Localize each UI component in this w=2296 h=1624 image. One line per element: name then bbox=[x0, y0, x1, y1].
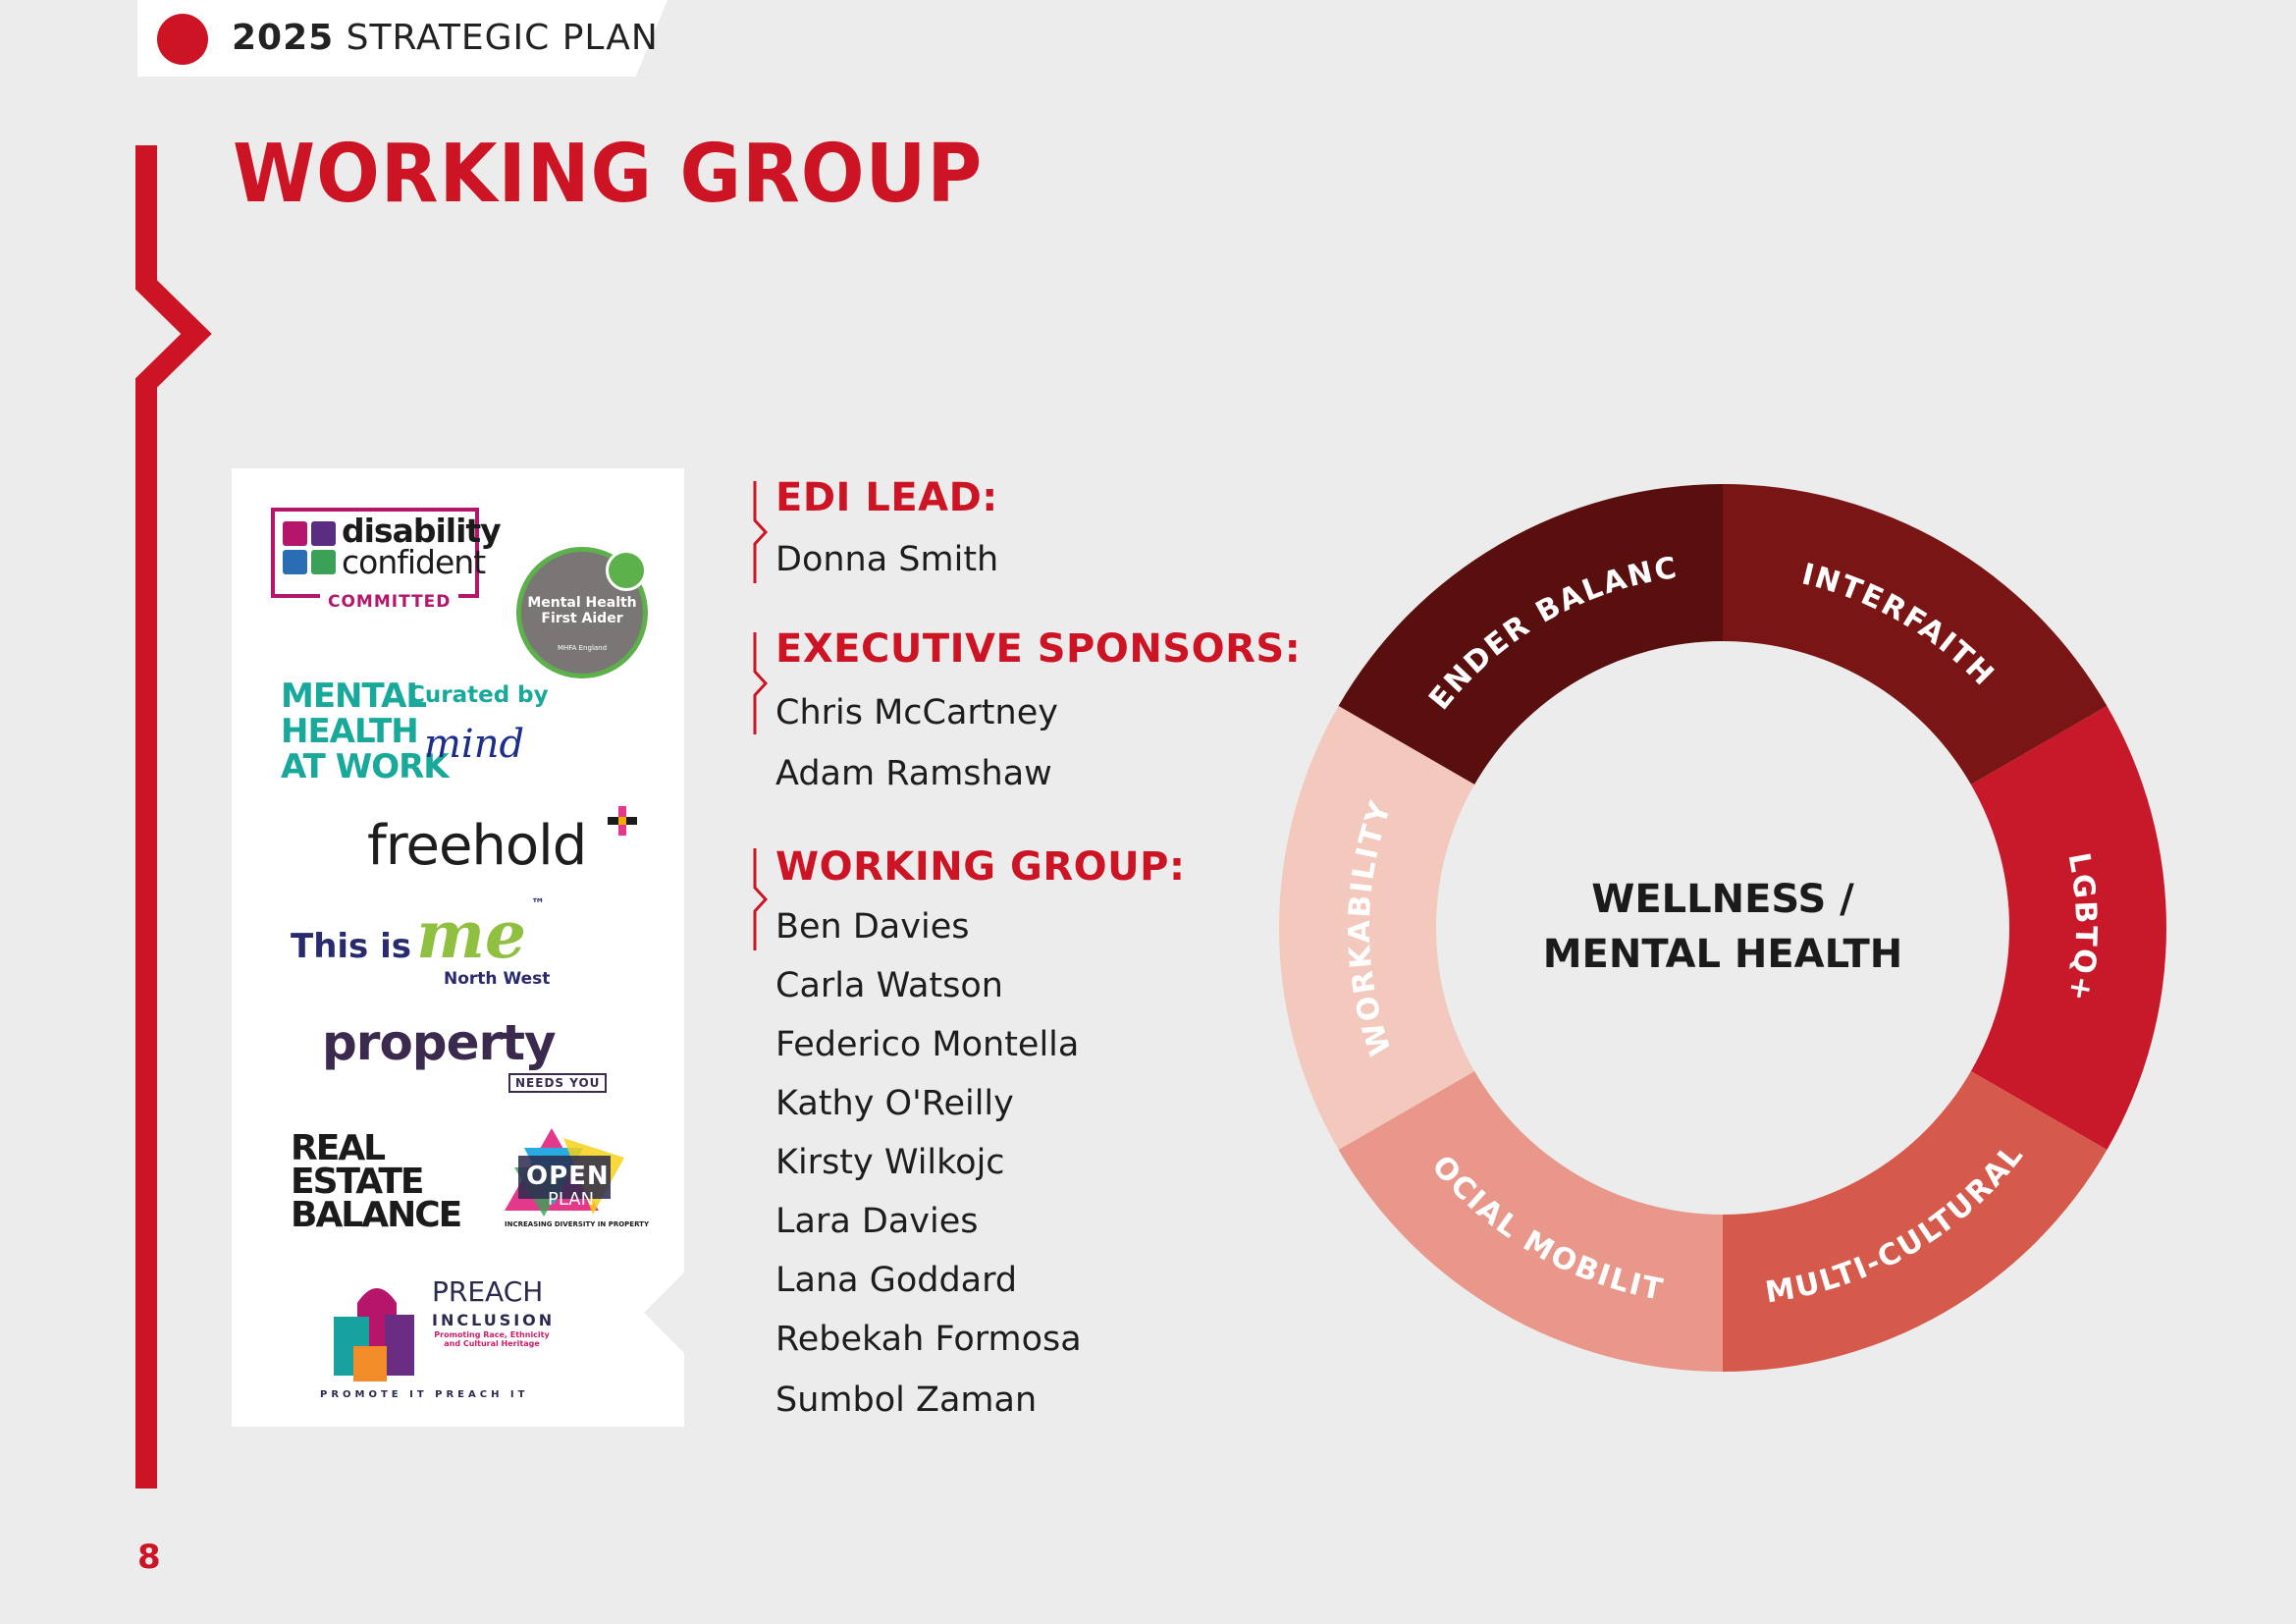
wheel-segment bbox=[1723, 1071, 2108, 1372]
member-name: Carla Watson bbox=[775, 966, 1003, 1005]
member-name: Lana Goddard bbox=[775, 1261, 1018, 1300]
edi-name: Donna Smith bbox=[775, 540, 999, 579]
header-year: 2025 bbox=[232, 18, 335, 58]
header-title: 2025 STRATEGIC PLAN bbox=[232, 18, 659, 58]
real-estate-balance-logo: REAL ESTATE BALANCE bbox=[291, 1128, 462, 1235]
member-name: Lara Davies bbox=[775, 1202, 979, 1241]
disability-confident-icons bbox=[283, 521, 336, 574]
preach-inclusion-logo: PREACH INCLUSION Promoting Race, Ethnici… bbox=[320, 1273, 560, 1411]
reb-line1: REAL bbox=[291, 1128, 386, 1168]
mhaw-line3: AT WORK bbox=[281, 747, 450, 786]
sponsor-name: Chris McCartney bbox=[775, 693, 1058, 732]
mhfa-sub: MHFA England bbox=[557, 644, 608, 652]
open-word: OPEN bbox=[526, 1162, 610, 1191]
page-number: 8 bbox=[137, 1538, 161, 1577]
preach-buildings-icon bbox=[334, 1288, 414, 1381]
wheel-center-line1: WELLNESS / bbox=[1591, 877, 1854, 922]
freehold-plus-icon bbox=[608, 806, 637, 836]
sponsors-bracket bbox=[753, 632, 769, 734]
member-name: Ben Davies bbox=[775, 907, 970, 947]
edi-bracket bbox=[753, 481, 769, 583]
sponsors-heading: EXECUTIVE SPONSORS: bbox=[775, 626, 1302, 672]
working-group-heading: WORKING GROUP: bbox=[775, 844, 1186, 890]
member-name: Kirsty Wilkojc bbox=[775, 1143, 1005, 1182]
freehold-logo: freehold bbox=[367, 806, 637, 878]
mental-health-at-work-logo: MENTAL HEALTH AT WORK bbox=[281, 677, 450, 786]
mhfa-badge-icon bbox=[606, 550, 647, 591]
reb-line2: ESTATE bbox=[291, 1162, 425, 1202]
wheel-segment bbox=[1279, 706, 1475, 1150]
dc-line2: confident bbox=[342, 543, 486, 581]
header-dot-icon bbox=[157, 14, 208, 65]
preach-desc: Promoting Race, Ethnicity and Cultural H… bbox=[434, 1330, 550, 1348]
disability-confident-logo: disability confident COMMITTED bbox=[271, 508, 502, 612]
wheel-segment bbox=[1723, 484, 2108, 785]
wheel-center: WELLNESS / MENTAL HEALTH bbox=[1472, 872, 1973, 982]
working-group-bracket bbox=[753, 848, 769, 950]
dc-committed: COMMITTED bbox=[320, 592, 459, 612]
freehold-word: freehold bbox=[367, 814, 587, 878]
dc-line1: disability bbox=[342, 512, 502, 550]
this-is-label: This is bbox=[291, 927, 412, 966]
member-name: Kathy O'Reilly bbox=[775, 1084, 1014, 1123]
inclusion-word: INCLUSION bbox=[432, 1311, 556, 1329]
open-plan-triangles-icon bbox=[505, 1128, 624, 1217]
preach-tagline: PROMOTE IT PREACH IT bbox=[320, 1389, 529, 1400]
open-plan-logo: OPEN PLAN INCREASING DIVERSITY IN PROPER… bbox=[505, 1128, 649, 1228]
member-name: Sumbol Zaman bbox=[775, 1380, 1038, 1420]
curated-by-label: Curated by bbox=[408, 682, 549, 708]
preach-word: PREACH bbox=[432, 1275, 544, 1308]
mind-logo: mind bbox=[424, 722, 525, 767]
property-needs-you-logo: property NEEDS YOU bbox=[322, 1014, 608, 1093]
this-is-me-logo: This is me ™ North West bbox=[291, 896, 550, 989]
mhfa-line1: Mental Health bbox=[527, 595, 637, 611]
property-word: property bbox=[322, 1014, 557, 1071]
mhfa-logo: Mental Health First Aider MHFA England bbox=[516, 547, 648, 678]
side-rail-chevron bbox=[135, 145, 212, 1489]
edi-wheel: GENDER BALANCEINTERFAITHLGBTQ+MULTI-CULT… bbox=[1276, 481, 2166, 1372]
wheel-segment bbox=[1338, 1071, 1723, 1372]
mhfa-line2: First Aider bbox=[541, 611, 623, 626]
north-west-label: North West bbox=[444, 969, 551, 989]
tm-label: ™ bbox=[531, 896, 546, 912]
reb-line3: BALANCE bbox=[291, 1195, 462, 1235]
header-plan-title: STRATEGIC PLAN bbox=[346, 18, 659, 58]
member-name: Federico Montella bbox=[775, 1025, 1080, 1064]
wheel-segment bbox=[1338, 484, 1723, 785]
open-plan-tag: INCREASING DIVERSITY IN PROPERTY bbox=[505, 1220, 650, 1228]
header-tab bbox=[137, 0, 667, 77]
wheel-segment bbox=[1970, 706, 2166, 1150]
logo-panel: disability confident COMMITTED Mental He… bbox=[232, 468, 684, 1427]
page-title: WORKING GROUP bbox=[233, 128, 984, 221]
me-label: me bbox=[416, 896, 526, 973]
edi-heading: EDI LEAD: bbox=[775, 475, 998, 520]
sponsor-name: Adam Ramshaw bbox=[775, 754, 1052, 793]
mhaw-line2: HEALTH bbox=[281, 712, 419, 751]
wheel-center-line2: MENTAL HEALTH bbox=[1542, 932, 1903, 977]
plan-word: PLAN bbox=[548, 1189, 595, 1210]
member-name: Rebekah Formosa bbox=[775, 1320, 1082, 1359]
mhaw-line1: MENTAL bbox=[281, 677, 427, 716]
needs-you-tag: NEEDS YOU bbox=[508, 1073, 608, 1093]
